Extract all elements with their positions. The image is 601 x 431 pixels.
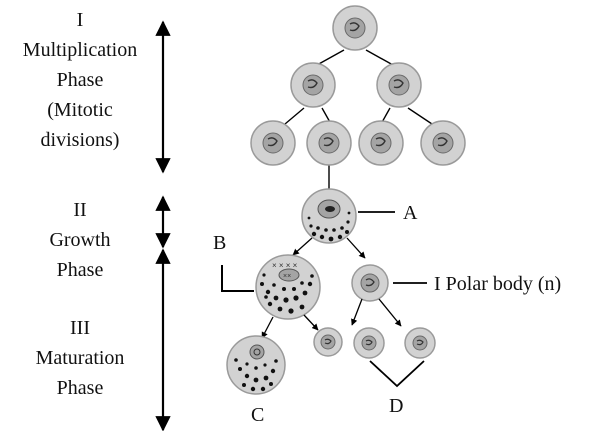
arrow-to-polar-body (346, 237, 366, 259)
phase-1-note-2: divisions) (41, 129, 120, 151)
arrow-to-ovum (261, 316, 274, 339)
label-b: B (213, 232, 226, 254)
ovum-cell (226, 335, 286, 395)
oogonium-row3-2 (306, 120, 352, 166)
second-polar-body-cell (313, 327, 343, 357)
first-polar-body-cell (351, 264, 389, 302)
phase-3-text: III Maturation Phase (36, 317, 125, 399)
oogonium-top (332, 5, 378, 51)
polar-body-d-left (353, 327, 385, 359)
phase-2-text: II Growth Phase (49, 199, 110, 281)
phase-2-word: Phase (57, 259, 104, 281)
phase-1-word: Phase (57, 69, 104, 91)
arrow-to-polar-body-split-right (378, 298, 402, 327)
label-b-pointer (221, 265, 254, 292)
polar-body-label: I Polar body (n) (434, 273, 561, 295)
polar-body-d-right (404, 327, 436, 359)
label-c: C (251, 404, 264, 426)
phase-1-numeral: I (77, 9, 84, 31)
label-d: D (389, 395, 403, 417)
primary-oocyte-cell (301, 188, 357, 244)
phase-2-numeral: II (73, 199, 86, 221)
oogonium-row3-1 (250, 120, 296, 166)
label-a: A (403, 202, 418, 224)
oogonium-row3-3 (358, 120, 404, 166)
phase-1-text: I Multiplication Phase (Mitotic division… (23, 9, 137, 151)
phase-3-numeral: III (70, 317, 90, 339)
label-d-pointer (369, 360, 425, 388)
secondary-oocyte-cell: × × × × ×× (255, 254, 321, 320)
arrow-to-second-polar-body (303, 314, 319, 331)
phase-2-title: Growth (49, 229, 110, 251)
arrow-to-secondary-oocyte (292, 237, 313, 256)
phase-1-note-1: (Mitotic (47, 99, 113, 121)
svg-text:××: ×× (283, 273, 291, 280)
oogonium-left (290, 62, 336, 108)
oogonium-row3-4 (420, 120, 466, 166)
phase-3-word: Phase (57, 377, 104, 399)
oogonium-right (376, 62, 422, 108)
phase-3-title: Maturation (36, 347, 125, 369)
phase-1-title: Multiplication (23, 39, 137, 61)
arrow-to-polar-body-split-left (351, 298, 363, 326)
svg-text:× × × ×: × × × × (272, 261, 298, 270)
